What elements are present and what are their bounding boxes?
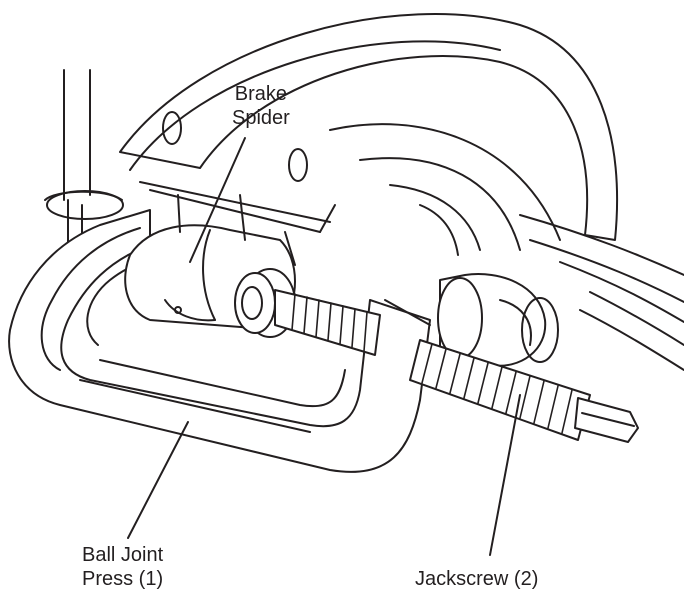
jackscrew-label: Jackscrew (2) (415, 567, 538, 591)
ball-joint-press-label-line1: Ball Joint (82, 543, 163, 567)
ball-joint-press-label-line2: Press (1) (82, 567, 163, 591)
threaded-shaft (275, 290, 380, 355)
jackscrew-leader (490, 395, 520, 555)
jackscrew-label-line1: Jackscrew (2) (415, 567, 538, 591)
ball-joint-press-label: Ball Joint Press (1) (82, 543, 163, 591)
brake-spider-label-line2: Spider (232, 106, 290, 130)
brake-spider-label: Brake Spider (232, 82, 290, 130)
brake-spider-label-line1: Brake (232, 82, 290, 106)
ball-joint-press-leader (128, 422, 188, 538)
tie-rod (45, 70, 123, 245)
knuckle-disc (330, 124, 560, 255)
